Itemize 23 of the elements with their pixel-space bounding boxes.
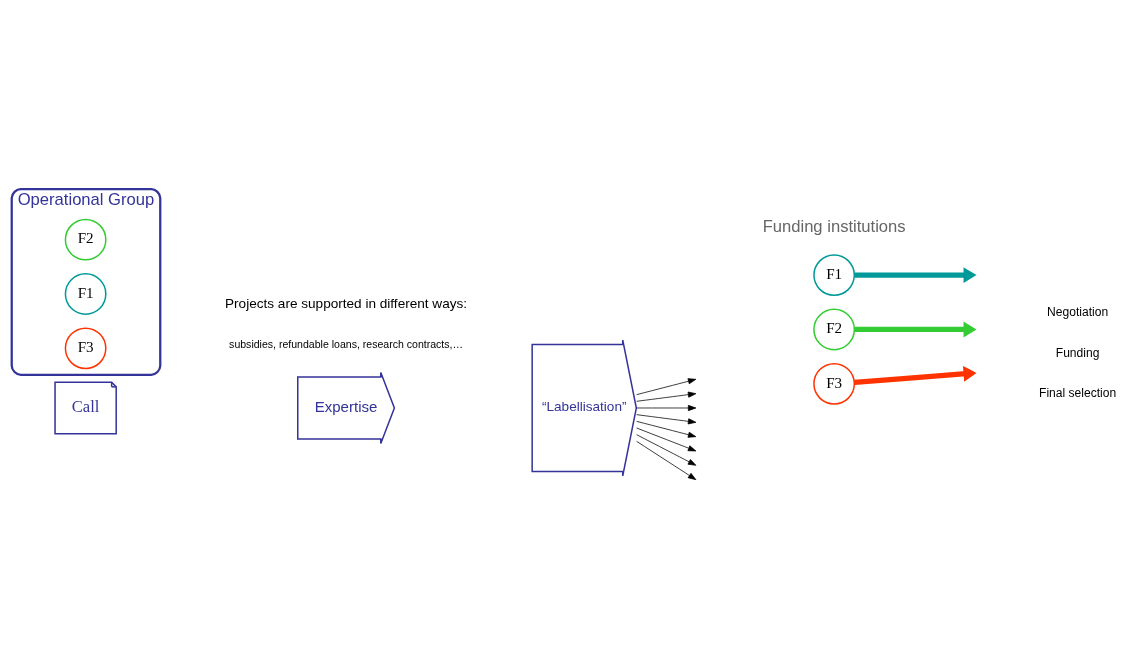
arrow bbox=[636, 414, 697, 425]
label: subsidies, refundable loans, research contracts,… bbox=[229, 338, 464, 351]
arrow bbox=[854, 365, 977, 385]
arrow bbox=[636, 427, 697, 452]
label: Funding institutions bbox=[762, 216, 906, 236]
node-circle: F2 bbox=[813, 308, 856, 351]
arrow bbox=[636, 378, 697, 396]
node-circle: F3 bbox=[813, 362, 856, 405]
node-circle: F1 bbox=[64, 273, 107, 315]
arrow bbox=[636, 434, 697, 466]
node-circle: F1 bbox=[813, 254, 856, 297]
arrow bbox=[636, 391, 697, 402]
node-circle: F3 bbox=[64, 327, 107, 370]
arrow bbox=[854, 267, 977, 284]
label: Projects are supported in different ways: bbox=[225, 295, 468, 311]
label: Funding bbox=[1055, 345, 1100, 360]
arrow bbox=[854, 321, 977, 338]
arrow bbox=[636, 440, 697, 481]
label: Negotiation bbox=[1047, 304, 1109, 319]
node-circle: F2 bbox=[64, 218, 107, 261]
arrow bbox=[636, 420, 697, 438]
label: Final selection bbox=[1039, 386, 1117, 401]
arrow bbox=[636, 404, 697, 411]
